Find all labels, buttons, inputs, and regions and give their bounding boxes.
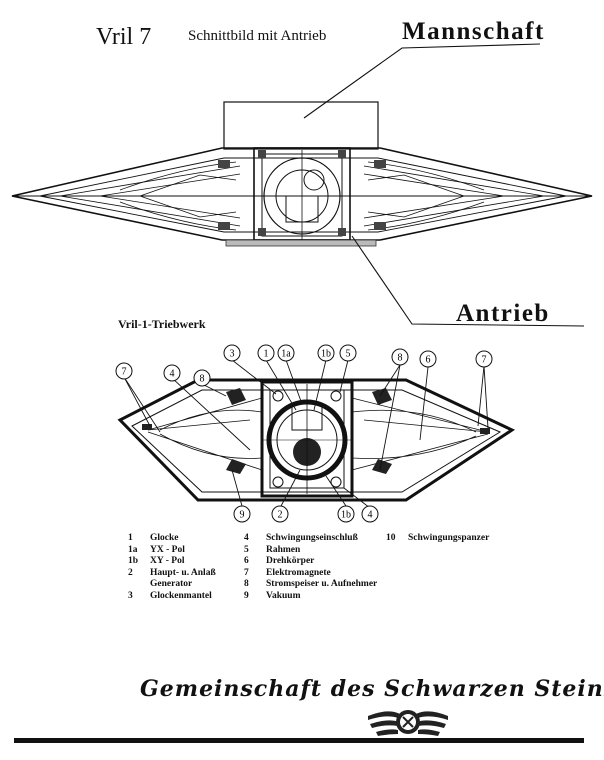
legend-item: 6 Drehkörper — [244, 556, 377, 568]
callout-circle — [271, 505, 289, 523]
legend-column-3: 10 Schwingungspanzer — [386, 533, 489, 545]
legend-text: Rahmen — [266, 544, 301, 555]
legend-column-1: 1 Glocke 1a YX - Pol 1b XY - Pol 2 Haupt- u. An… — [128, 533, 216, 603]
legend-number: 7 — [244, 567, 249, 578]
winged-emblem-icon — [368, 710, 448, 736]
diagram-title: Vril 7 — [96, 24, 152, 50]
callout-circle — [475, 350, 493, 368]
leader-drive — [351, 235, 585, 327]
callout-circle — [257, 344, 275, 362]
legend-text: Stromspeiser u. Aufnehmer — [266, 579, 378, 590]
legend-number: 3 — [128, 590, 133, 601]
legend-item: 1 Glocke — [128, 533, 216, 545]
label-drive: Antrieb — [456, 300, 550, 327]
legend-text: Vakuum — [266, 590, 301, 601]
society-name: Gemeinschaft des Schwarzen Steins — [140, 676, 604, 702]
engine-title: Vril-1-Triebwerk — [118, 317, 206, 331]
legend-text: Elektromagnete — [266, 567, 331, 578]
callout-label: 7 — [122, 367, 127, 378]
engine-frame — [260, 380, 354, 498]
label-crew: Mannschaft — [402, 18, 545, 45]
crew-cabin — [223, 101, 379, 150]
callout-circle — [115, 362, 133, 380]
callout-circle — [339, 344, 357, 362]
callout-circle — [277, 344, 295, 362]
legend-number: 6 — [244, 556, 249, 567]
callout-label: 1b — [341, 510, 351, 521]
callout-label: 7 — [482, 355, 487, 366]
callout-circle — [193, 369, 211, 387]
callout-circle — [391, 348, 409, 366]
legend-item: 7 Elektromagnete — [244, 568, 377, 580]
disc-inner-outline — [39, 157, 567, 233]
legend-text: Glockenmantel — [150, 590, 212, 601]
callout-label: 5 — [346, 349, 351, 360]
legend-text: XY - Pol — [150, 556, 185, 567]
legend-text: Generator — [150, 579, 193, 590]
legend-number: 1b — [128, 556, 139, 567]
callout-label: 4 — [368, 510, 373, 521]
callout-label: 1 — [264, 349, 269, 360]
legend-text: YX - Pol — [150, 544, 185, 555]
callout-label: 1b — [321, 349, 331, 360]
callout-circle — [337, 505, 355, 523]
legend-number: 5 — [244, 544, 249, 555]
callout-circle — [419, 350, 437, 368]
callout-label: 6 — [426, 355, 431, 366]
callout-label: 3 — [230, 349, 235, 360]
electromagnet-blocks — [142, 388, 490, 474]
legend-number: 2 — [128, 567, 133, 578]
legend-text: Haupt- u. Anlaß — [150, 567, 216, 578]
callout-circle — [317, 344, 335, 362]
legend-item: Generator — [128, 579, 216, 591]
legend-item: 10 Schwingungspanzer — [386, 533, 489, 545]
callout-circle — [223, 344, 241, 362]
callout-label: 9 — [240, 510, 245, 521]
legend-item: 9 Vakuum — [244, 591, 377, 603]
callout-circle — [163, 364, 181, 382]
legend-number: 8 — [244, 579, 249, 590]
legend-item: 5 Rahmen — [244, 545, 377, 557]
callout-circle — [361, 505, 379, 523]
bottom-rule — [14, 738, 584, 743]
legend-number: 4 — [244, 533, 249, 543]
callout-label: 8 — [200, 374, 205, 385]
legend-item: 8 Stromspeiser u. Aufnehmer — [244, 579, 377, 591]
legend-item: 4 Schwingungseinschluß — [244, 533, 377, 545]
callout-label: 4 — [170, 369, 175, 380]
legend-number: 1 — [128, 533, 133, 543]
legend-item: 2 Haupt- u. Anlaß — [128, 568, 216, 580]
legend-number: 10 — [386, 533, 396, 543]
legend-text: Schwingungseinschluß — [266, 533, 358, 543]
callout-label: 1a — [281, 349, 291, 360]
diagram-subtitle: Schnittbild mit Antrieb — [188, 28, 327, 44]
legend-number: 1a — [128, 544, 138, 555]
legend-text: Glocke — [150, 533, 179, 543]
callout-circle — [233, 505, 251, 523]
callout-label: 8 — [398, 353, 403, 364]
legend-item: 1a YX - Pol — [128, 545, 216, 557]
legend-text: Schwingungspanzer — [408, 533, 490, 543]
callout-label: 2 — [278, 510, 283, 521]
callout-markers: 7 4 8 3 1 1a 1b 5 8 6 7 9 2 1b 4 — [115, 344, 493, 523]
legend-item: 3 Glockenmantel — [128, 591, 216, 603]
legend-text: Drehkörper — [266, 556, 315, 567]
legend-number: 9 — [244, 590, 249, 601]
leader-crew — [303, 43, 541, 119]
legend-item: 1b XY - Pol — [128, 556, 216, 568]
